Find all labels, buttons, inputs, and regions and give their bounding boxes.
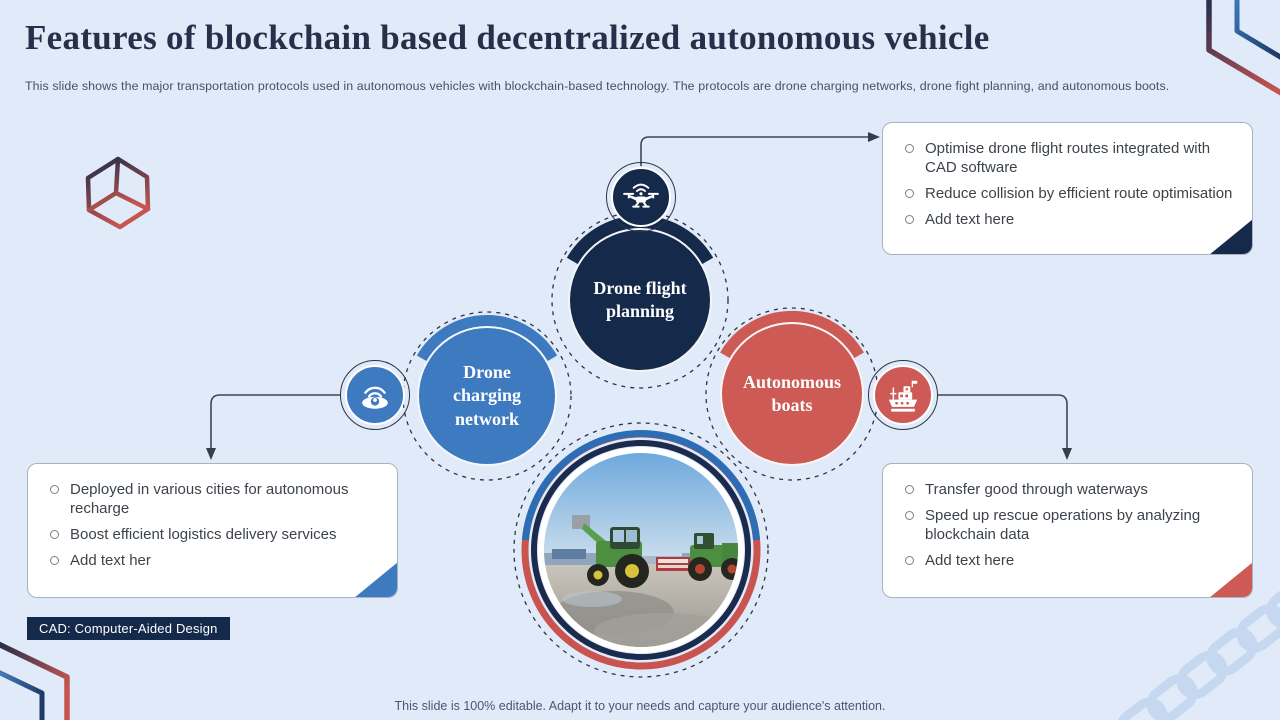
list-item: Transfer good through waterways xyxy=(899,480,1240,499)
list-item: Boost efficient logistics delivery servi… xyxy=(44,525,385,544)
node-drone-charging-network[interactable]: Drone charging network xyxy=(417,326,557,466)
bullet-icon xyxy=(905,485,914,494)
bullet-icon xyxy=(50,530,59,540)
boats-badge xyxy=(868,360,938,430)
bullet-text: Add text her xyxy=(70,552,151,570)
bullet-icon xyxy=(50,556,59,566)
bullet-text: Add text here xyxy=(925,552,1015,570)
list-item: Reduce collision by efficient route opti… xyxy=(899,184,1240,203)
node-label: Drone flight planning xyxy=(593,277,687,321)
boats-badge-circle xyxy=(873,365,933,425)
cad-definition-label: CAD: Computer-Aided Design xyxy=(27,617,230,640)
node-label: Drone charging network xyxy=(452,361,521,429)
bullet-icon xyxy=(905,189,914,199)
bullet-list: Optimise drone flight routes integrated … xyxy=(899,139,1240,229)
page-subtitle: This slide shows the major transportatio… xyxy=(25,79,1170,93)
list-item: Add text here xyxy=(899,210,1240,229)
bullet-text: Transfer good through waterways xyxy=(925,481,1148,498)
bullet-icon xyxy=(905,511,914,521)
bullet-icon xyxy=(905,215,914,225)
list-item: Deployed in various cities for autonomou… xyxy=(44,480,385,518)
drone-badge xyxy=(606,162,676,232)
node-label: Autonomous boats xyxy=(742,371,842,415)
drone-badge-circle xyxy=(611,167,671,227)
callout-box-drone-charging[interactable]: Deployed in various cities for autonomou… xyxy=(27,463,398,598)
list-item: Speed up rescue operations by analyzing … xyxy=(899,506,1240,544)
charging-badge xyxy=(340,360,410,430)
drone-icon xyxy=(623,183,659,208)
bullet-text: Boost efficient logistics delivery servi… xyxy=(70,526,337,544)
tractors-photo xyxy=(544,453,738,647)
cube-wireframe-icon xyxy=(85,156,151,230)
charging-pad-icon xyxy=(362,386,388,409)
bullet-text: Optimise drone flight routes integrated … xyxy=(925,140,1211,177)
ship-icon xyxy=(888,380,918,412)
bullet-text: Speed up rescue operations by analyzing … xyxy=(925,507,1201,544)
node-drone-flight-planning[interactable]: Drone flight planning xyxy=(568,228,712,372)
editable-footer-note: This slide is 100% editable. Adapt it to… xyxy=(394,699,886,713)
bullet-text: Add text here xyxy=(925,211,1015,229)
bullet-icon xyxy=(905,144,914,153)
list-item: Add text her xyxy=(44,551,385,570)
node-autonomous-boats[interactable]: Autonomous boats xyxy=(720,322,864,466)
corner-accent-icon xyxy=(1200,209,1252,254)
bullet-text: Reduce collision by efficient route opti… xyxy=(925,185,1233,203)
corner-accent-icon xyxy=(345,552,397,597)
bullet-icon xyxy=(905,556,914,566)
hexagon-outline-icon-top-right xyxy=(1206,0,1280,96)
list-item: Optimise drone flight routes integrated … xyxy=(899,139,1240,177)
charging-badge-circle xyxy=(345,365,405,425)
tractors-photo-scene xyxy=(544,453,738,647)
bullet-list: Deployed in various cities for autonomou… xyxy=(44,480,385,570)
bullet-icon xyxy=(50,485,59,494)
bullet-text: Deployed in various cities for autonomou… xyxy=(70,481,349,518)
page-title: Features of blockchain based decentraliz… xyxy=(25,18,990,57)
callout-box-drone-flight[interactable]: Optimise drone flight routes integrated … xyxy=(882,122,1253,255)
list-item: Add text here xyxy=(899,551,1240,570)
corner-accent-icon xyxy=(1200,552,1252,597)
